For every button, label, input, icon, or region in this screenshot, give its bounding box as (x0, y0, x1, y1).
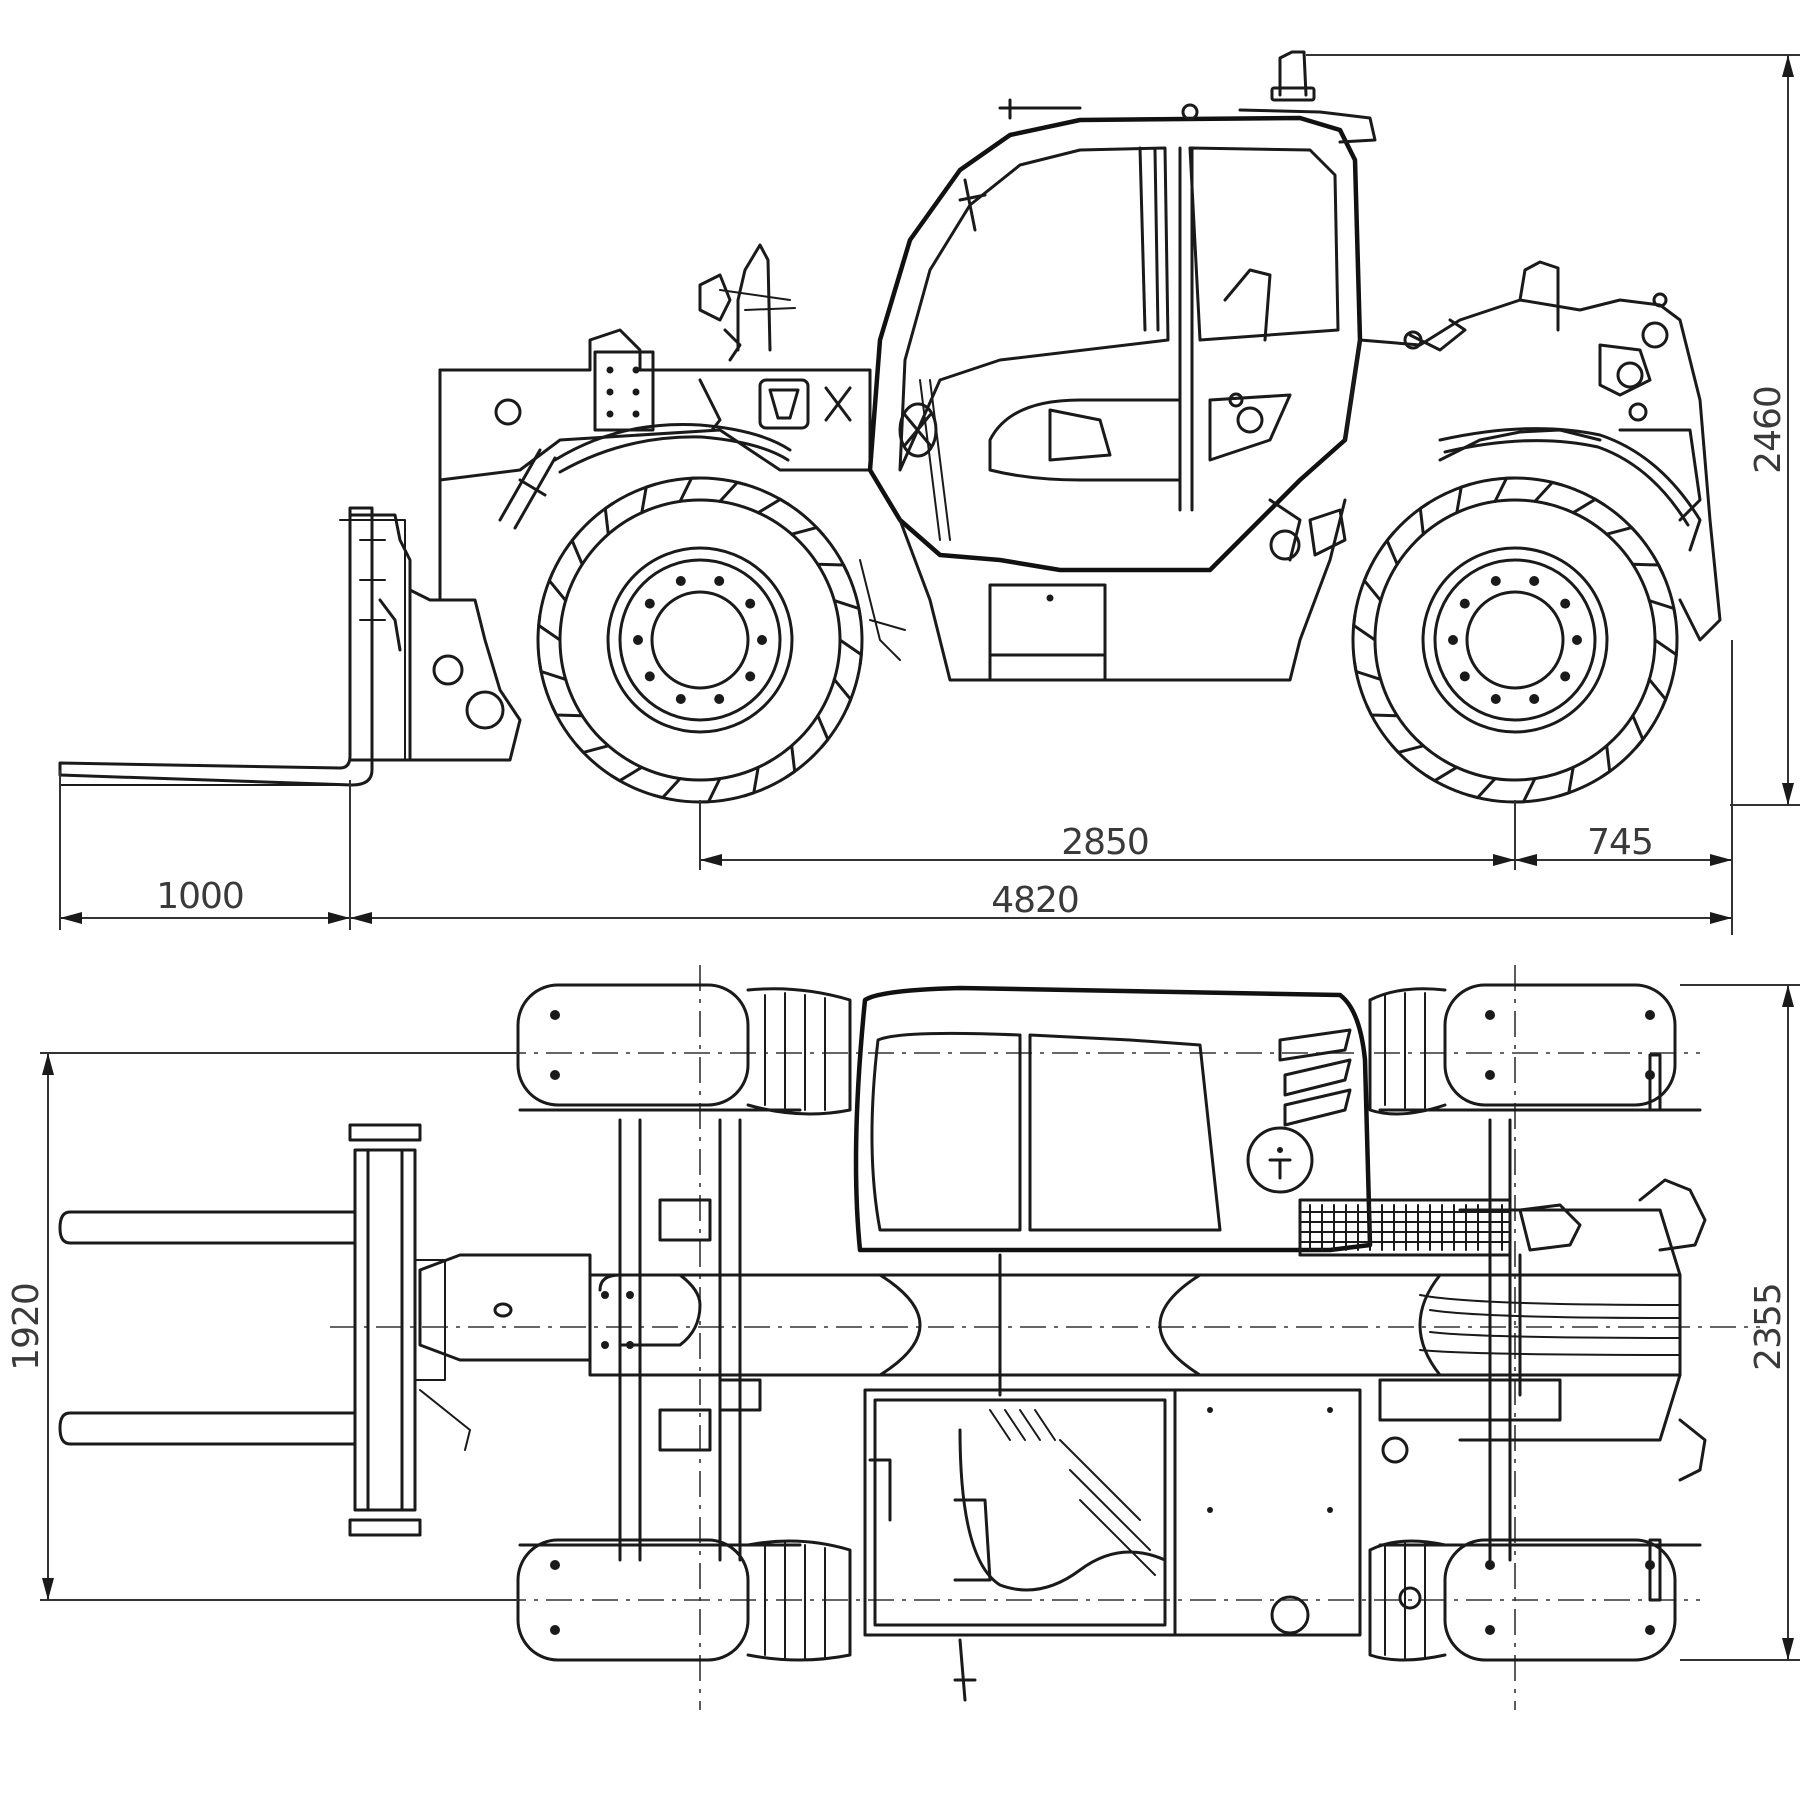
tire-lug (1647, 599, 1677, 620)
tire-lug (1493, 476, 1518, 503)
tire-lug (1631, 562, 1665, 576)
wheelbase-label: 2850 (1061, 822, 1149, 863)
hub-bolt (1459, 671, 1470, 682)
overall-length-label: 4820 (991, 880, 1079, 921)
tire-lug (743, 765, 760, 798)
side-forks (58, 506, 406, 787)
hub-bolt (644, 598, 655, 609)
top-tread-bands (746, 987, 1447, 1662)
tire-lug (832, 599, 862, 620)
hub-bolt (1490, 694, 1501, 704)
tire-lug (832, 677, 853, 710)
tire-lug (697, 777, 722, 804)
top-engine-compartment (863, 1388, 1362, 1702)
hub-bolt (714, 694, 725, 704)
tire-lug (1653, 638, 1678, 666)
tire-lug (1418, 501, 1430, 536)
top-rear-detail (1398, 1053, 1707, 1610)
hub-bolt (745, 671, 756, 682)
side-view: 2850 745 1000 4820 2460 (58, 50, 1800, 935)
tire-lug (609, 765, 644, 783)
hub-bolt (1529, 694, 1540, 704)
hub-bolt (1560, 598, 1571, 609)
tire-lug (1466, 777, 1497, 800)
tire-lug (1353, 660, 1383, 681)
tire-lug (1390, 743, 1425, 754)
top-view: 1920 2355 (6, 965, 1800, 1710)
hub-bolt (1490, 576, 1501, 586)
tire-lug (1512, 777, 1537, 804)
tire-lug (603, 501, 615, 536)
top-engine (1298, 1178, 1707, 1257)
tire-lug (1365, 704, 1399, 718)
tire-lug (816, 562, 850, 576)
side-rear-wheel (1351, 476, 1679, 804)
hub-bolt (757, 635, 767, 645)
top-cab (853, 985, 1373, 1253)
top-rear-left-tire (1443, 983, 1677, 1107)
tire-lug (1631, 714, 1645, 749)
side-front-fender (553, 422, 792, 474)
tire-lug (538, 660, 568, 681)
top-rear-right-tire (1443, 1538, 1677, 1662)
side-mirror (698, 243, 796, 362)
tire-lug (785, 744, 797, 779)
hub-bolt (644, 671, 655, 682)
tire-lug (718, 480, 749, 503)
side-front-wheel (536, 476, 864, 804)
tire-lug (1385, 531, 1399, 566)
hub-bolt (1572, 635, 1582, 645)
tire-lug (1600, 744, 1612, 779)
hub-bolt (1529, 576, 1540, 586)
tire-lug (1362, 570, 1383, 603)
top-carriage (348, 1123, 471, 1537)
tire-lug (570, 531, 584, 566)
rear-overhang-label: 745 (1587, 822, 1653, 863)
tire-lug (756, 497, 791, 515)
tire-lug (1455, 482, 1472, 515)
track-width-label: 1920 (6, 1283, 47, 1371)
hub-bolt (714, 576, 725, 586)
side-cab (867, 50, 1377, 573)
hub-bolt (675, 694, 686, 704)
tire-lug (1647, 677, 1668, 710)
hub-bolt (1459, 598, 1470, 609)
hub-bolt (675, 576, 686, 586)
tire-lug (537, 614, 562, 642)
fork-length-label: 1000 (156, 876, 244, 917)
tire-lug (1424, 765, 1459, 783)
side-engine-hood (1308, 260, 1722, 642)
side-dimensions: 2850 745 1000 4820 2460 (59, 54, 1800, 935)
tire-lug (651, 777, 682, 800)
tire-lug (1558, 765, 1575, 798)
overall-height-label: 2460 (1748, 386, 1789, 474)
side-carriage (348, 513, 522, 762)
tire-lug (1571, 497, 1606, 515)
tire-lug (1533, 480, 1564, 503)
tire-lug (640, 482, 657, 515)
tire-lug (547, 570, 568, 603)
hub-bolt (745, 598, 756, 609)
top-front-left-tire (516, 983, 750, 1107)
tire-lug (550, 704, 584, 718)
tire-lug (1352, 614, 1377, 642)
tire-lug (575, 743, 610, 754)
tire-lug (790, 526, 825, 537)
tire-lug (838, 638, 863, 666)
hub-bolt (633, 635, 643, 645)
hub-bolt (1560, 671, 1571, 682)
tire-lug (678, 476, 703, 503)
overall-width-label: 2355 (1748, 1283, 1789, 1371)
side-rear-fender (1438, 427, 1702, 552)
hub-bolt (1448, 635, 1458, 645)
top-forks (58, 1210, 357, 1446)
top-frame (518, 1108, 1702, 1562)
side-chassis (859, 498, 1347, 682)
top-centerlines (330, 965, 1760, 1710)
tire-lug (816, 714, 830, 749)
top-dimensions: 1920 2355 (6, 984, 1800, 1661)
tire-lug (1605, 526, 1640, 537)
